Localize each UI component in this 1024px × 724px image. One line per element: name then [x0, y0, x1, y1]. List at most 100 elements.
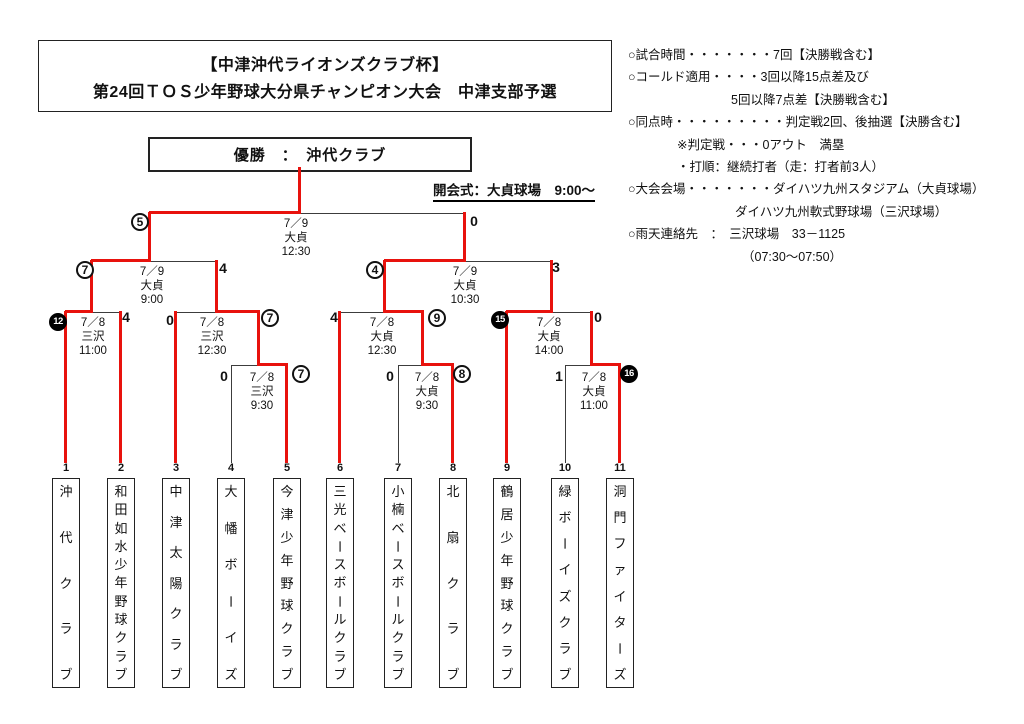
score-qf2-left: 0	[166, 312, 174, 328]
score-playin1-left: 0	[220, 368, 228, 384]
bracket-line	[92, 312, 121, 313]
bracket-line	[231, 365, 259, 366]
bracket-line	[463, 212, 466, 262]
bracket-line	[550, 260, 553, 313]
score-qf2-right: 7	[261, 309, 279, 327]
champion-text: 優勝 ： 沖代クラブ	[233, 147, 387, 164]
bracket-line	[300, 213, 465, 214]
team-number-11: 11	[614, 462, 626, 474]
opening-ceremony-note: 開会式：大貞球場 9:00～	[433, 179, 596, 202]
team-box-nakatsutaiyo: 中津太陽クラブ	[162, 478, 190, 688]
bracket-line	[505, 311, 508, 463]
tournament-title-line1: 【中津沖代ライオンズクラブ杯】	[201, 56, 449, 74]
game-qf4-label: 7／8 大貞 14:00	[534, 317, 564, 357]
bracket-line	[565, 365, 592, 366]
tournament-title-box: 【中津沖代ライオンズクラブ杯】 第24回ＴＯＳ少年野球大分県チャンピオン大会 中…	[38, 40, 612, 112]
bracket-line	[231, 365, 232, 463]
bracket-line	[384, 310, 424, 313]
team-number-6: 6	[336, 462, 344, 474]
bracket-line	[150, 261, 217, 262]
bracket-line	[149, 211, 301, 214]
tournament-title-line2: 第24回ＴＯＳ少年野球大分県チャンピオン大会 中津支部予選	[92, 83, 558, 101]
team-number-10: 10	[558, 462, 572, 474]
bracket-line	[285, 364, 288, 463]
bracket-line	[384, 259, 466, 262]
rule-line-cold-game: ○コールド適用・・・・3回以降15点差及び	[628, 70, 869, 85]
score-sf1-left: 7	[76, 261, 94, 279]
rule-line-game-time: ○試合時間・・・・・・・7回【決勝戦含む】	[628, 48, 881, 62]
team-number-7: 7	[394, 462, 402, 474]
team-box-sanko: 三光ベースボールクラブ	[326, 478, 354, 688]
rule-line-venue-2: ダイハツ九州軟式野球場（三沢球場）	[735, 204, 948, 219]
game-sf2-label: 7／9 大貞 10:30	[450, 266, 480, 306]
rule-line-rain-hours: （07:30～07:50）	[742, 249, 843, 264]
bracket-line	[216, 310, 260, 313]
team-box-okidai: 沖代クラブ	[52, 478, 80, 688]
game-qf2-label: 7／8 三沢 12:30	[197, 317, 227, 357]
bracket-line	[398, 365, 423, 366]
rule-line-tiebreak: ※判定戦・・・0アウト 満塁	[677, 137, 845, 152]
bracket-line	[506, 310, 553, 313]
rule-line-rain-contact: ○雨天連絡先 ： 三沢球場 33－1125	[628, 227, 846, 242]
bracket-line	[65, 310, 93, 313]
bracket-line	[119, 311, 122, 463]
game-playin3-label: 7／8 大貞 11:00	[580, 372, 608, 412]
bracket-line	[90, 260, 93, 313]
bracket-line	[148, 212, 151, 262]
score-playin2-left: 0	[386, 368, 394, 384]
team-box-domon: 洞門ファイターズ	[606, 478, 634, 688]
game-qf3-label: 7／8 大貞 12:30	[367, 317, 397, 357]
game-playin2-label: 7／8 大貞 9:30	[414, 372, 440, 412]
bracket-line	[451, 364, 454, 463]
team-box-tsurui: 鶴居少年野球クラブ	[493, 478, 521, 688]
bracket-line	[338, 311, 341, 463]
bracket-line	[591, 363, 621, 366]
rules-notes: ○試合時間・・・・・・・7回【決勝戦含む】 ○コールド適用・・・・3回以降15点…	[628, 44, 984, 268]
team-box-ogusu: 小楠ベースボールクラブ	[384, 478, 412, 688]
score-playin3-right: 16	[620, 365, 638, 383]
rule-line-tie: ○同点時・・・・・・・・・判定戦2回、後抽選【決勝含む】	[628, 115, 968, 130]
game-final-label: 7／9 大貞 12:30	[281, 218, 311, 258]
score-final-left: 5	[131, 213, 149, 231]
team-number-2: 2	[117, 462, 125, 474]
bracket-line	[552, 312, 592, 313]
game-qf1-label: 7／8 三沢 11:00	[79, 317, 107, 357]
team-number-3: 3	[172, 462, 180, 474]
bracket-line	[398, 365, 399, 463]
score-qf4-left: 15	[491, 311, 509, 329]
team-box-midori: 緑ボーイズクラブ	[551, 478, 579, 688]
score-final-right: 0	[470, 213, 478, 229]
score-qf3-right: 9	[428, 309, 446, 327]
bracket-line	[383, 260, 386, 313]
bracket-line	[174, 311, 177, 463]
bracket-line	[298, 167, 301, 214]
team-box-hokusen: 北扇クラブ	[439, 478, 467, 688]
rule-line-batting: ・打順：継続打者（走：打者前3人）	[677, 160, 884, 175]
game-playin1-label: 7／8 三沢 9:30	[249, 372, 275, 412]
score-qf1-left: 12	[49, 313, 67, 331]
team-number-4: 4	[227, 462, 235, 474]
score-playin1-right: 7	[292, 365, 310, 383]
score-sf1-right: 4	[219, 260, 227, 276]
team-box-wadajosui: 和田如水少年野球クラブ	[107, 478, 135, 688]
bracket-line	[618, 364, 621, 463]
bracket-line	[257, 311, 260, 366]
bracket-line	[215, 260, 218, 313]
score-qf3-left: 4	[330, 309, 338, 325]
bracket-line	[340, 312, 385, 313]
score-sf2-left: 4	[366, 261, 384, 279]
bracket-line	[422, 363, 454, 366]
bracket-line	[91, 259, 151, 262]
game-sf1-label: 7／9 大貞 9:00	[139, 266, 165, 306]
score-playin2-right: 8	[453, 365, 471, 383]
team-number-9: 9	[503, 462, 511, 474]
bracket-line	[590, 311, 593, 366]
team-box-imazu: 今津少年野球クラブ	[273, 478, 301, 688]
bracket-line	[565, 365, 566, 463]
team-number-1: 1	[62, 462, 70, 474]
score-qf1-right: 4	[122, 309, 130, 325]
team-number-8: 8	[449, 462, 457, 474]
bracket-line	[465, 261, 552, 262]
team-number-5: 5	[283, 462, 291, 474]
